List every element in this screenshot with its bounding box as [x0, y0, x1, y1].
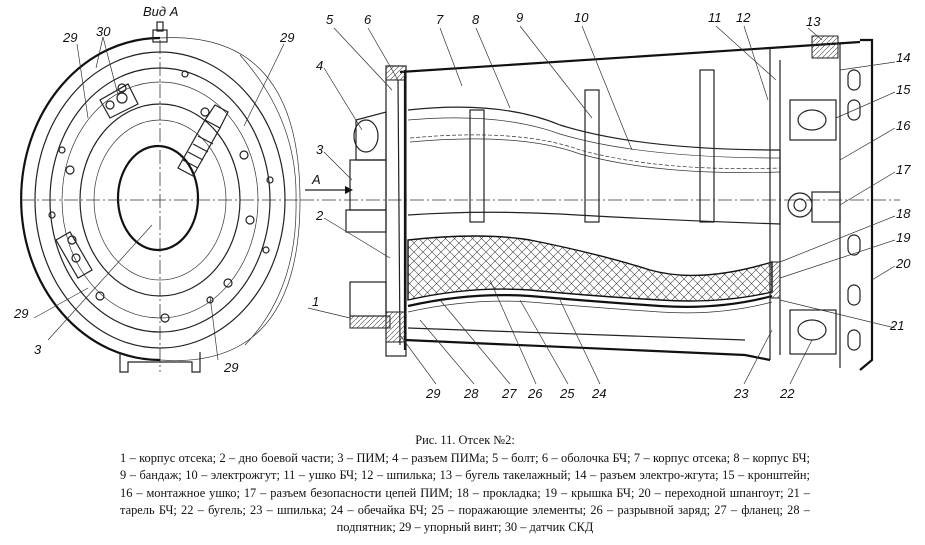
- callout-25: 25: [559, 386, 575, 401]
- technical-drawing: Вид А 30 29 29 29 29 3 А: [13, 4, 911, 401]
- callout-26: 26: [527, 386, 543, 401]
- callout-10: 10: [574, 10, 589, 25]
- view-arrow-label: А: [311, 172, 321, 187]
- end-view: Вид А 30 29 29 29 29 3: [13, 4, 301, 375]
- callout-20: 20: [895, 256, 911, 271]
- callout-6: 6: [364, 12, 372, 27]
- callout-11: 11: [708, 10, 722, 25]
- caption-title: Рис. 11. Отсек №2:: [415, 433, 515, 447]
- figure-caption: Рис. 11. Отсек №2: 1 – корпус отсека; 2 …: [120, 432, 810, 536]
- callout-16: 16: [896, 118, 911, 133]
- callout-29-section: 29: [425, 386, 440, 401]
- callout-7: 7: [436, 12, 444, 27]
- caption-legend-text: 1 – корпус отсека; 2 – дно боевой части;…: [120, 451, 810, 535]
- callout-4: 4: [316, 58, 323, 73]
- callout-18: 18: [896, 206, 911, 221]
- callout-8: 8: [472, 12, 480, 27]
- callout-9: 9: [516, 10, 523, 25]
- callout-3-left: 3: [34, 342, 42, 357]
- callout-29-d: 29: [223, 360, 238, 375]
- callout-29-c: 29: [13, 306, 28, 321]
- callout-14: 14: [896, 50, 910, 65]
- view-label: Вид А: [143, 4, 178, 19]
- callout-12: 12: [736, 10, 751, 25]
- callout-22: 22: [779, 386, 795, 401]
- callout-27: 27: [501, 386, 517, 401]
- callout-28: 28: [463, 386, 479, 401]
- callout-19: 19: [896, 230, 910, 245]
- callout-13: 13: [806, 14, 821, 29]
- callout-5: 5: [326, 12, 334, 27]
- callout-2: 2: [315, 208, 324, 223]
- section-view: А: [300, 10, 911, 401]
- callout-24: 24: [591, 386, 606, 401]
- callout-15: 15: [896, 82, 911, 97]
- callout-21: 21: [889, 318, 904, 333]
- callout-1: 1: [312, 294, 319, 309]
- callout-29-a: 29: [62, 30, 77, 45]
- callout-17: 17: [896, 162, 911, 177]
- callout-23: 23: [733, 386, 749, 401]
- callout-30: 30: [96, 24, 111, 39]
- callout-3-section: 3: [316, 142, 324, 157]
- callout-29-b: 29: [279, 30, 294, 45]
